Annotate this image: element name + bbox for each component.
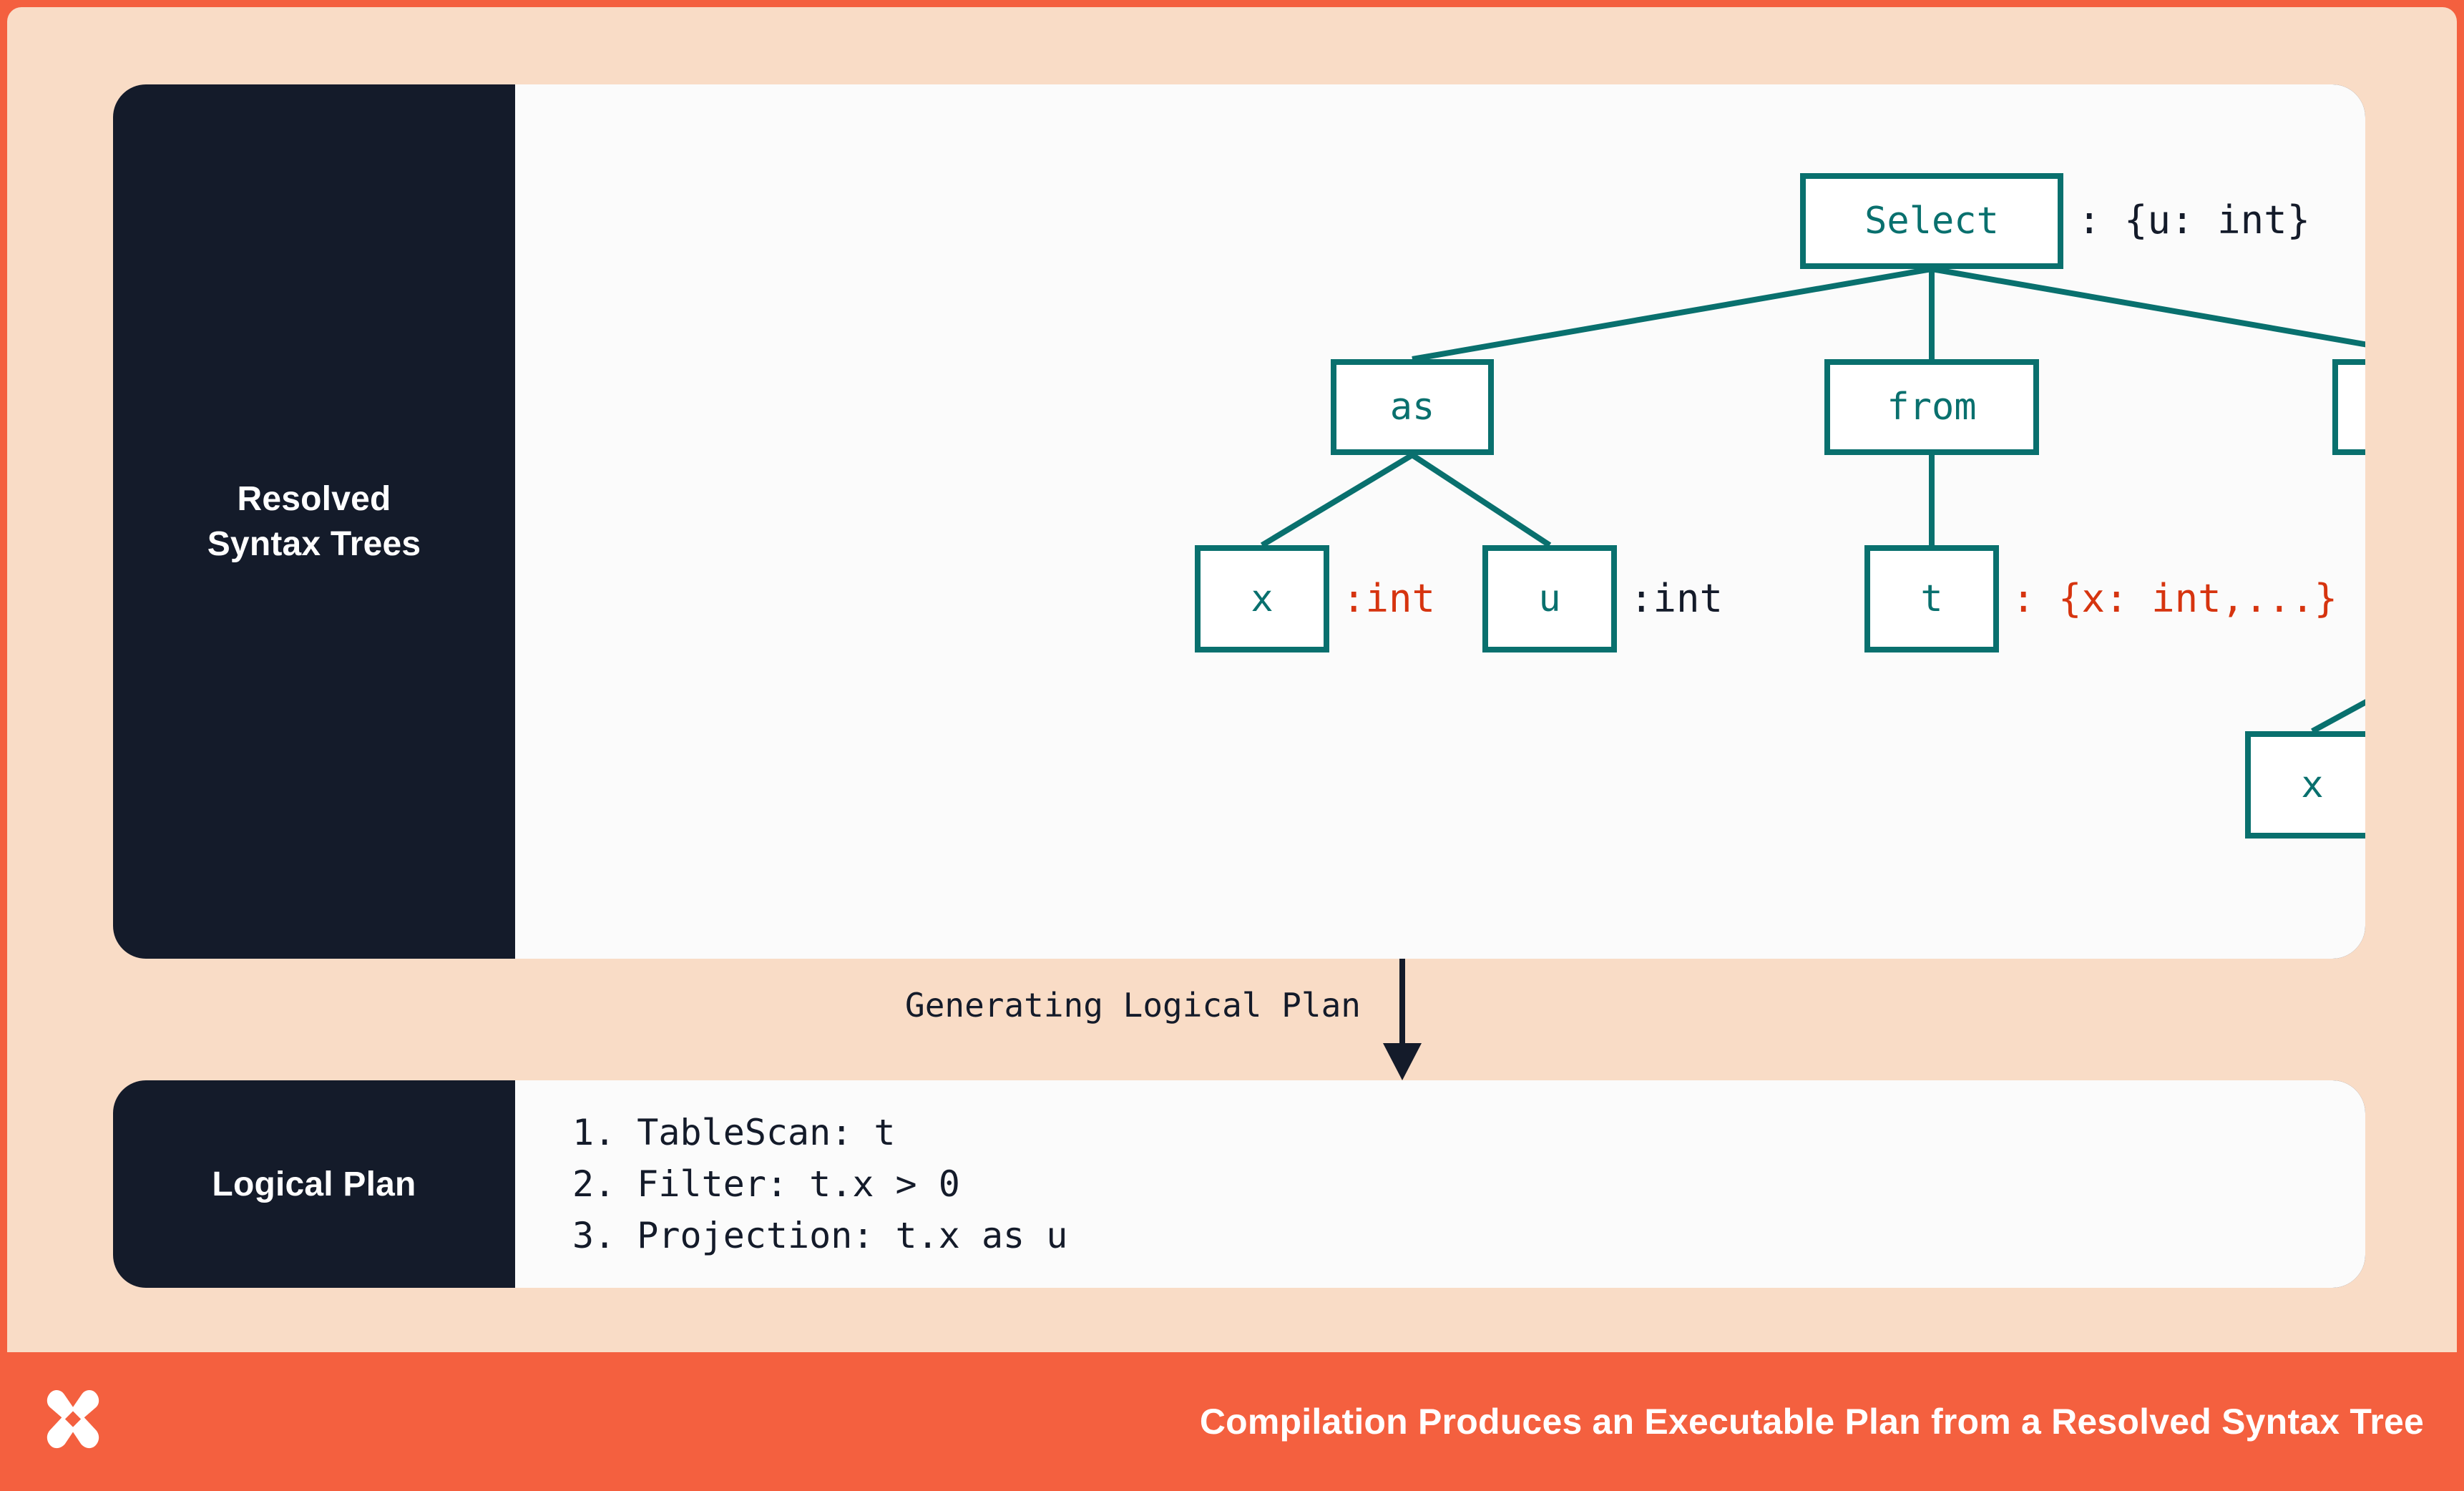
logical-plan-step: 1. TableScan: t xyxy=(572,1112,896,1153)
flow-caption: Generating Logical Plan xyxy=(905,986,1361,1025)
tree-node-u: u xyxy=(1482,545,1617,652)
tree-edge-select-where xyxy=(1931,266,2365,348)
footer-caption: Compilation Produces an Executable Plan … xyxy=(1199,1402,2424,1442)
logical-plan-steps: 1. TableScan: t 2. Filter: t.x > 0 3. Proj… xyxy=(515,1107,1067,1261)
logical-plan-label: Logical Plan xyxy=(212,1165,416,1203)
arrow-shaft xyxy=(1399,959,1405,1049)
tree-node-x1: x xyxy=(1195,545,1329,652)
tree-node-t: t xyxy=(1864,545,1999,652)
footer-banner: Compilation Produces an Executable Plan … xyxy=(0,1352,2464,1491)
resolved-syntax-trees-panel: Resolved Syntax Trees Select as from where x… xyxy=(113,84,2365,959)
tree-node-as: as xyxy=(1331,359,1494,455)
type-annotation-t-type: : {x: int,...} xyxy=(2012,576,2338,621)
type-annotation-select-type: : {u: int} xyxy=(2078,197,2311,243)
arrow-head xyxy=(1383,1043,1422,1080)
logical-plan-step: 2. Filter: t.x > 0 xyxy=(572,1163,960,1205)
tree-edge-as-x1 xyxy=(1260,452,1414,548)
tree-node-from: from xyxy=(1824,359,2039,455)
syntax-tree-area: Selectasfromwherexut>x0: {u: int}:int:in… xyxy=(515,84,2365,959)
tree-edge-as-u xyxy=(1410,452,1552,548)
logical-plan-body: 1. TableScan: t 2. Filter: t.x > 0 3. Proj… xyxy=(515,1080,2365,1288)
tree-node-select: Select xyxy=(1800,173,2063,269)
rst-label-line2: Syntax Trees xyxy=(207,525,421,563)
logical-plan-step: 3. Projection: t.x as u xyxy=(572,1215,1068,1256)
tree-node-where: where xyxy=(2332,359,2365,455)
resolved-syntax-trees-label: Resolved Syntax Trees xyxy=(113,84,515,959)
tree-edges xyxy=(1260,266,2365,734)
flow-arrow-icon xyxy=(1383,959,1422,1080)
tree-edge-gt-x2 xyxy=(2311,699,2365,734)
logical-plan-panel: Logical Plan 1. TableScan: t 2. Filter: t… xyxy=(113,1080,2365,1288)
rst-label-line1: Resolved xyxy=(237,479,391,518)
type-annotation-x1-type: :int xyxy=(1342,576,1436,621)
tree-node-x2: x xyxy=(2245,731,2365,839)
diagram-canvas: Resolved Syntax Trees Select as from where x… xyxy=(0,0,2464,1352)
tree-edge-select-as xyxy=(1412,266,1932,362)
x-mark-logo-icon xyxy=(47,1389,99,1449)
type-annotation-u-type: :int xyxy=(1630,576,1724,621)
